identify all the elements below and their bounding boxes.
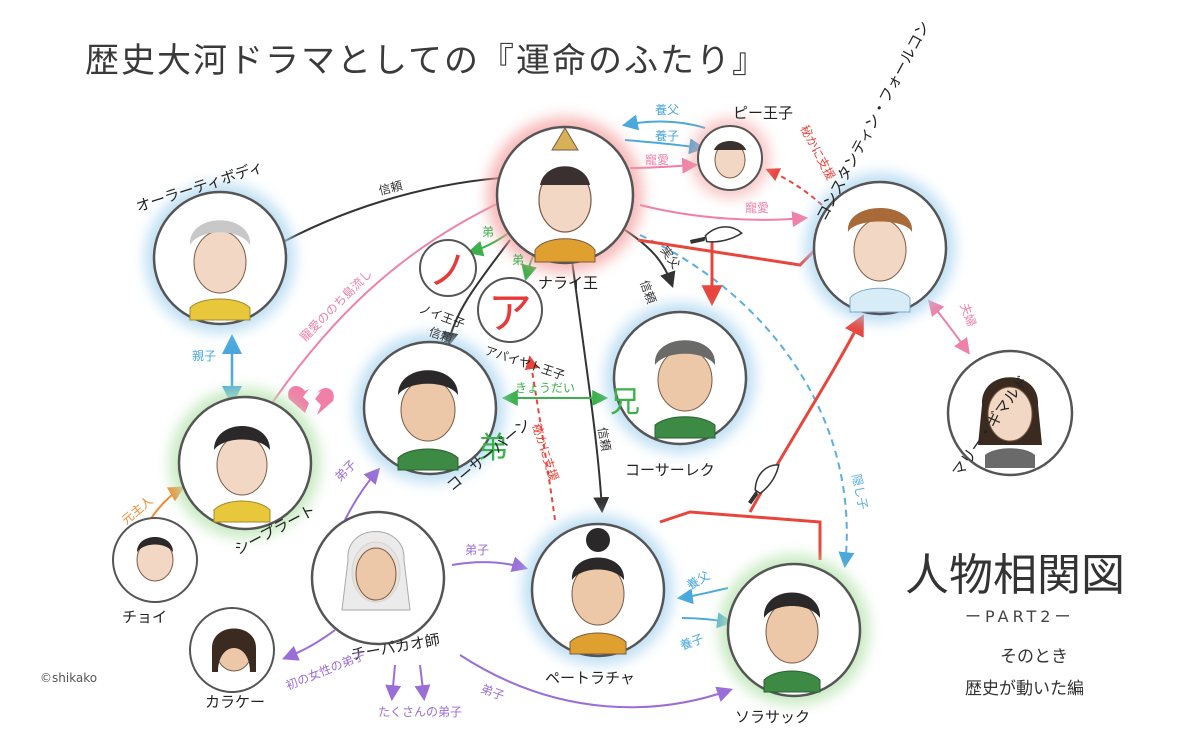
rel-youfu-sorasak: 養父: [684, 568, 712, 593]
legend-part: ーPART2ー: [965, 607, 1074, 626]
legend-block: 人物相関図 ーPART2ー そのとき 歴史が動いた編: [905, 550, 1125, 699]
arrow-sorasak-petracha-youfu: [680, 588, 728, 598]
arrow-chiipakao-many-1: [392, 665, 395, 698]
legend-title: 人物相関図: [905, 550, 1125, 601]
character-face: [214, 426, 270, 522]
character-face: [764, 593, 820, 693]
arrow-narai-constantin: [640, 205, 805, 220]
character-face: [342, 532, 410, 611]
character-face: [190, 220, 250, 320]
label-narai: ナライ王: [538, 274, 598, 292]
arrow-constantin-pee: [768, 170, 822, 205]
diagram-title: 歴史大河ドラマとしての『運命のふたり』: [85, 41, 768, 81]
rel-shinrai-lek: 信頼: [637, 278, 658, 305]
rel-hisokani-pee: 秘かに支援: [797, 123, 838, 183]
label-lek: コーサーレク: [625, 461, 715, 479]
rel-otouto-apaiya: 弟: [512, 253, 524, 267]
rel-otouto-noi: 弟: [482, 225, 494, 239]
rel-youfu-pee: 養父: [655, 102, 679, 117]
badge-noi[interactable]: ノ: [420, 240, 476, 296]
character-face: [398, 370, 458, 470]
knife-icon: [743, 459, 782, 506]
portrait-petracha[interactable]: [523, 515, 673, 665]
legend-line2: 歴史が動いた編: [965, 679, 1084, 699]
character-face: [655, 340, 715, 438]
portrait-pee[interactable]: [690, 118, 770, 198]
label-petracha: ペートラチャ: [545, 669, 635, 687]
rel-oyako: 親子: [192, 349, 216, 363]
arrow-chiipakao-many-2: [420, 665, 424, 698]
rel-hisokani-apaiya: 秘かに支援: [529, 422, 561, 483]
rel-chouai-constantin: 寵愛: [745, 200, 769, 215]
character-face: [848, 208, 912, 312]
rel-fuufu: 夫婦: [957, 301, 979, 329]
portrait-narai[interactable]: [487, 117, 643, 273]
portrait-lek[interactable]: 兄: [605, 303, 755, 453]
label-choi: チョイ: [122, 608, 167, 626]
portrait-chiipakao[interactable]: [312, 512, 444, 644]
glyph-ani: 兄: [610, 385, 640, 420]
label-sorasak: ソラサック: [735, 708, 810, 726]
portrait-karake[interactable]: [190, 608, 274, 692]
arrow-chiipakao-karake: [285, 630, 335, 658]
rel-deshi-petracha: 弟子: [465, 543, 489, 557]
label-noi: ノイ王子: [417, 302, 467, 332]
rel-chouai-shima: 寵愛ののち島流し: [297, 266, 375, 344]
badge-apaiya[interactable]: ア: [478, 278, 542, 342]
portrait-choi[interactable]: [113, 518, 197, 602]
conflict-line-petracha-sorasak: [660, 512, 820, 560]
character-face: [137, 537, 173, 581]
rel-shinrai-petracha: 信頼: [595, 426, 613, 452]
rel-deshi-sipraat: 弟子: [332, 457, 359, 484]
glyph-noi: ノ: [428, 248, 468, 294]
rel-chouai-pee: 寵愛: [645, 152, 669, 167]
glyph-apaiya: ア: [488, 288, 532, 339]
character-face: [714, 141, 746, 178]
knife-icon: [689, 223, 743, 247]
rel-deshi-sorasak: 弟子: [479, 682, 506, 703]
label-pee: ピー王子: [733, 104, 793, 122]
credit: ©shikako: [40, 671, 97, 685]
rel-youshi-pee: 養子: [655, 128, 679, 143]
label-karake: カラケー: [205, 693, 265, 711]
arrow-narai-petracha: [572, 260, 602, 510]
portrait-sorasak[interactable]: [719, 555, 869, 705]
arrow-pee-narai-youfu: [625, 122, 705, 128]
rel-takusan: たくさんの弟子: [378, 705, 462, 719]
rel-youshi-sorasak: 養子: [678, 631, 706, 653]
rel-kyoudai: きょうだい: [515, 381, 575, 395]
legend-line1: そのとき: [1000, 647, 1068, 667]
rel-kakushigo: 隠し子: [849, 473, 870, 511]
arrow-chiipakao-petracha: [452, 562, 525, 568]
